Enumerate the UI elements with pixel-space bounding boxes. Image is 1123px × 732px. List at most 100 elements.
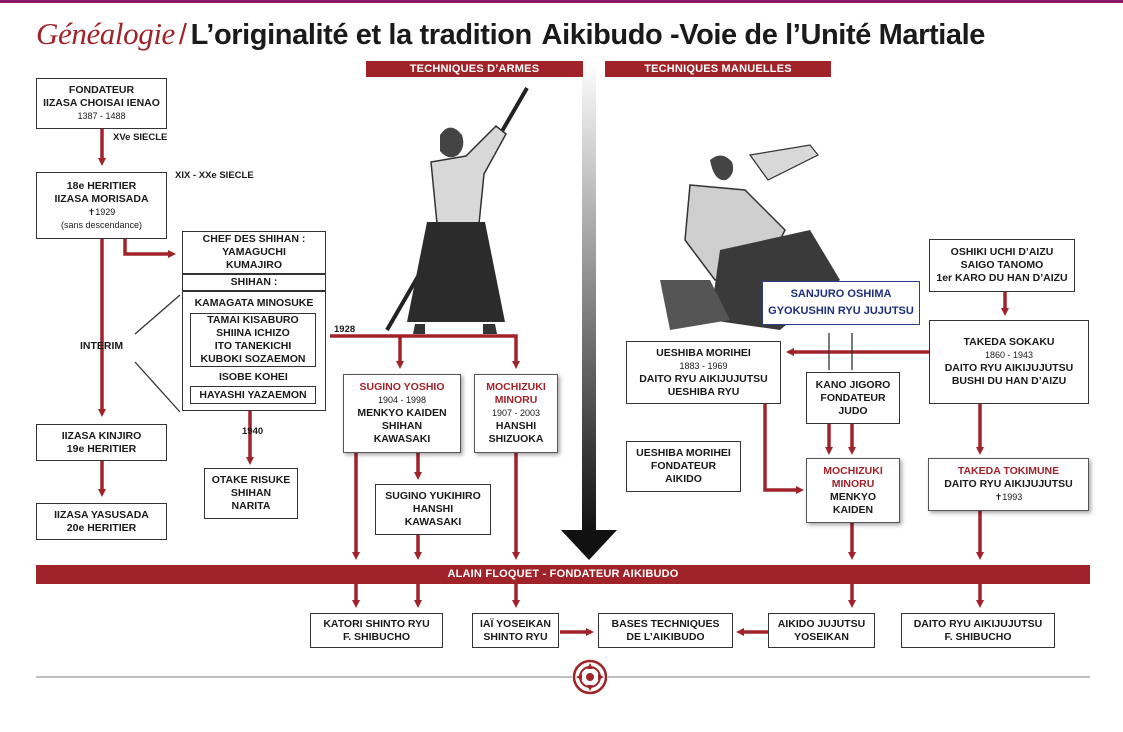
box-bases-techniques: BASES TECHNIQUES DE L’AIKIBUDO [598,613,733,648]
box-fondateur: FONDATEUR IIZASA CHOISAI IENAO 1387 - 14… [36,78,167,129]
mochizuki2-line1: MENKYO [829,490,877,503]
box-iai-yoseikan: IAÏ YOSEIKAN SHINTO RYU [472,613,559,648]
tokimune-name: TAKEDA TOKIMUNE [957,465,1060,477]
ueshiba1-name: UESHIBA MORIHEI [656,346,751,359]
ueshiba1-ryu: UESHIBA RYU [667,385,740,398]
sugino-name: SUGINO YOSHIO [359,381,445,393]
box-oshiki-uchi: OSHIKI UCHI D’AIZU SAIGO TANOMO 1er KARO… [929,239,1075,292]
aikido-line1: AIKIDO JUJUTSU [777,617,866,630]
heritier18-death: ✝1929 [87,206,116,217]
mon-emblem-icon [572,659,608,695]
box-mochizuki-menkyo: MOCHIZUKI MINORU MENKYO KAIDEN [806,458,900,523]
box-kano-jigoro: KANO JIGORO FONDATEUR JUDO [806,372,900,424]
kano-art: JUDO [838,404,868,417]
box-mochizuki-minoru: MOCHIZUKI MINORU 1907 - 2003 HANSHI SHIZ… [474,374,558,453]
box-takeda-sokaku: TAKEDA SOKAKU 1860 - 1943 DAITO RYU AIKI… [929,320,1089,404]
box-sanjuro-oshima: SANJURO OSHIMA GYOKUSHIN RYU JUJUTSU [762,281,920,325]
sugino-dates: 1904 - 1998 [377,395,427,405]
box-18e-heritier: 18e HERITIER IIZASA MORISADA ✝1929 (sans… [36,172,167,239]
fondateur-name: IIZASA CHOISAI IENAO [43,97,160,109]
box-ueshiba-morihei-1: UESHIBA MORIHEI 1883 - 1969 DAITO RYU AI… [626,341,781,404]
box-shihan-title: SHIHAN : [182,274,326,291]
shihan-ito: ITO TANEKICHI [214,340,292,352]
box-ueshiba-morihei-2: UESHIBA MORIHEI FONDATEUR AIKIDO [626,441,741,492]
yukihiro-rank: HANSHI [412,503,454,515]
otake-name: OTAKE RISUKE [211,474,291,486]
box-takeda-tokimune: TAKEDA TOKIMUNE DAITO RYU AIKIJUJUTSU ✝1… [928,458,1089,511]
shihan-shiina: SHIINA ICHIZO [216,327,290,339]
box-kinjiro: IIZASA KINJIRO 19e HERITIER [36,424,167,461]
ueshiba2-role: FONDATEUR [650,460,717,472]
shihan-kuboki: KUBOKI SOZAEMON [200,353,306,365]
daito-line1: DAITO RYU AIKIJUJUTSU [913,617,1043,630]
oshiki-line2: SAIGO TANOMO [960,259,1044,271]
box-daito-ryu-shibucho: DAITO RYU AIKIJUJUTSU F. SHIBUCHO [901,613,1055,648]
title-slash: / [178,19,187,51]
page-title: Généalogie/L’originalité et la tradition… [36,16,985,52]
box-katori-shinto-ryu: KATORI SHINTO RYU F. SHIBUCHO [310,613,443,648]
banner-techniques-armes: TECHNIQUES D’ARMES [366,61,583,77]
box-yasusada: IIZASA YASUSADA 20e HERITIER [36,503,167,540]
mochizuki2-name2: MINORU [831,477,875,490]
bases-line1: BASES TECHNIQUES [611,617,720,630]
box-chef-des-shihan: CHEF DES SHIHAN : YAMAGUCHI KUMAJIRO [182,231,326,274]
chef-name2: KUMAJIRO [225,259,282,271]
sanjuro-school: GYOKUSHIN RYU JUJUTSU [768,305,914,317]
mochizuki-dates: 1907 - 2003 [491,408,541,418]
takeda-dates: 1860 - 1943 [984,350,1034,360]
label-1928: 1928 [334,324,356,335]
yukihiro-place: KAWASAKI [404,516,462,528]
banner-alain-floquet: ALAIN FLOQUET - FONDATEUR AIKIBUDO [36,565,1090,584]
katori-line2: F. SHIBUCHO [342,630,411,643]
box-shihan-hayashi: HAYASHI YAZAEMON [190,386,316,404]
top-accent-line [0,0,1123,3]
title-main: L’originalité et la tradition [190,19,533,51]
shihan-isobe: ISOBE KOHEI [219,371,288,383]
mochizuki-name2: MINORU [494,394,538,406]
takeda-school: DAITO RYU AIKIJUJUTSU [944,362,1074,374]
takeda-note: BUSHI DU HAN D’AIZU [951,375,1067,387]
chef-name1: YAMAGUCHI [222,246,286,258]
fondateur-title: FONDATEUR [68,84,135,96]
sugino-line1: MENKYO KAIDEN [357,407,447,419]
heritier18-name: IIZASA MORISADA [54,192,149,205]
aikido-line2: YOSEIKAN [794,630,849,643]
sugino-line2: SHIHAN [381,420,423,432]
label-15e-siecle: XVe SIECLE [113,132,168,143]
kinjiro-rank: 19e HERITIER [66,442,137,455]
mochizuki2-name1: MOCHIZUKI [823,464,883,477]
mochizuki-line1: HANSHI [495,420,537,432]
title-prefix: Généalogie [36,16,175,51]
tokimune-school: DAITO RYU AIKIJUJUTSU [944,478,1073,490]
chef-title: CHEF DES SHIHAN : [202,233,306,245]
daito-line2: F. SHIBUCHO [944,630,1012,643]
box-shihan-group: TAMAI KISABURO SHIINA ICHIZO ITO TANEKIC… [190,313,316,367]
title-second: Aikibudo -Voie de l’Unité Martiale [541,19,986,51]
sugino-line3: KAWASAKI [373,433,431,445]
oshiki-line1: OSHIKI UCHI D’AIZU [950,246,1054,258]
box-sugino-yukihiro: SUGINO YUKIHIRO HANSHI KAWASAKI [375,484,491,535]
box-sugino-yoshio: SUGINO YOSHIO 1904 - 1998 MENKYO KAIDEN … [343,374,461,453]
mochizuki2-line2: KAIDEN [832,503,874,516]
oshiki-line3: 1er KARO DU HAN D’AIZU [936,272,1068,284]
box-aikido-jujutsu: AIKIDO JUJUTSU YOSEIKAN [768,613,875,648]
otake-place: NARITA [231,500,271,512]
mochizuki-line2: SHIZUOKA [488,433,544,445]
katori-line1: KATORI SHINTO RYU [323,617,430,630]
illustration-weapon-practitioner [385,86,529,334]
yasusada-rank: 20e HERITIER [66,521,137,534]
kinjiro-name: IIZASA KINJIRO [61,429,142,442]
label-1940: 1940 [242,426,264,437]
box-otake: OTAKE RISUKE SHIHAN NARITA [204,468,298,519]
yukihiro-name: SUGINO YUKIHIRO [385,490,481,502]
kano-role: FONDATEUR [820,391,886,404]
iai-line2: SHINTO RYU [483,630,548,643]
banner-techniques-manuelles: TECHNIQUES MANUELLES [605,61,831,77]
ueshiba2-art: AIKIDO [665,473,702,485]
ueshiba1-dates: 1883 - 1969 [679,360,728,371]
label-19-20-siecle: XIX - XXe SIECLE [175,170,254,181]
sanjuro-name: SANJURO OSHIMA [790,288,892,300]
mochizuki-name1: MOCHIZUKI [486,381,546,393]
bases-line2: DE L’AIKIBUDO [626,630,705,643]
